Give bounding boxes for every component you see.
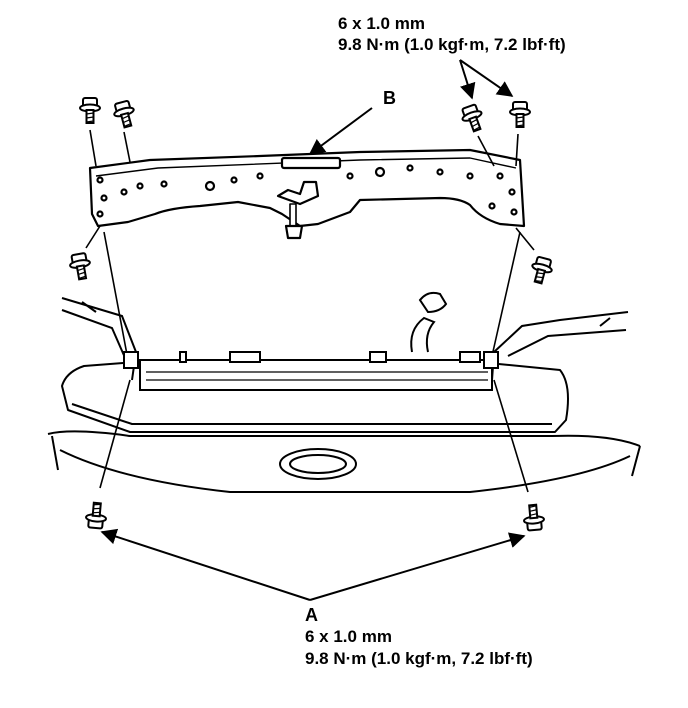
- a-bolt-torque-label: 9.8 N·m (1.0 kgf·m, 7.2 lbf·ft): [305, 649, 533, 668]
- top-bolt-size-label: 6 x 1.0 mm: [338, 14, 425, 33]
- top-bolt-torque-label: 9.8 N·m (1.0 kgf·m, 7.2 lbf·ft): [338, 35, 566, 54]
- flange-bolt-icon: [458, 102, 488, 135]
- radiator: [139, 291, 493, 391]
- flange-bolt-icon: [527, 254, 556, 287]
- a-bolt-size-label: 6 x 1.0 mm: [305, 627, 392, 646]
- upper-support-bracket: [88, 148, 526, 240]
- flange-bolt-icon: [79, 97, 101, 124]
- flange-bolt-icon: [509, 101, 531, 128]
- flange-bolt-icon: [67, 251, 94, 282]
- flange-bolt-icon: [521, 503, 546, 532]
- leader-arrows: [100, 59, 526, 601]
- flange-bolt-icon: [110, 98, 139, 131]
- flange-bolt-icon: [84, 501, 109, 530]
- callout-a-label: A: [305, 605, 318, 625]
- bolt-guide-lines: [85, 129, 535, 493]
- callout-b-label: B: [383, 88, 396, 108]
- corner-mounts: [123, 351, 499, 369]
